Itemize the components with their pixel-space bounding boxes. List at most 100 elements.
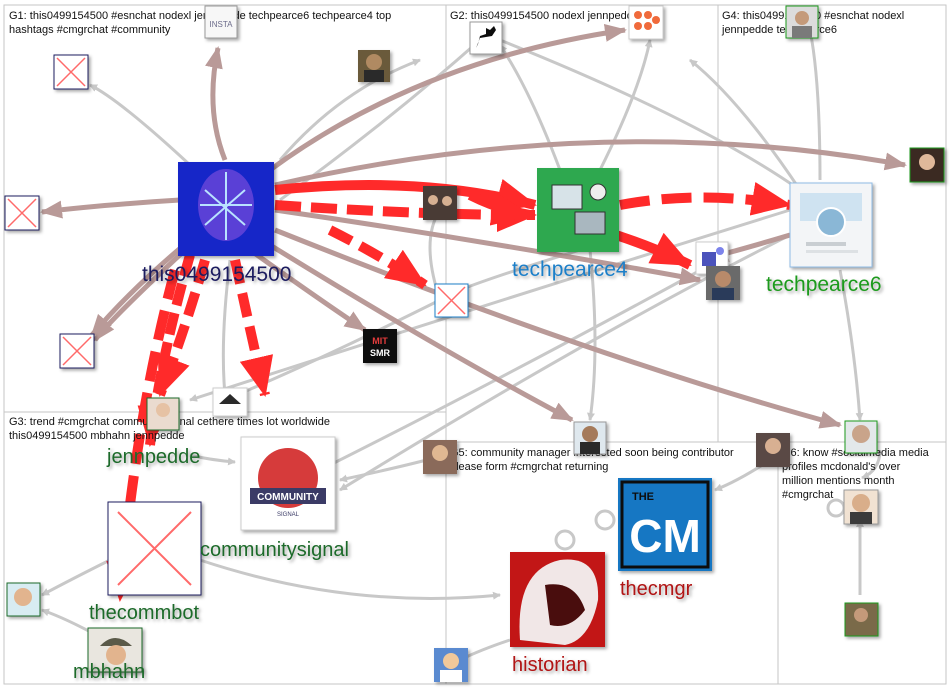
node-avatar [204, 5, 238, 39]
edge [319, 263, 711, 472]
node-avatar [469, 21, 503, 55]
node-techpearce4[interactable] [537, 168, 619, 252]
node-broken-1[interactable] [53, 54, 89, 90]
node-avatar-person-5[interactable] [146, 397, 180, 431]
pattern-dot [634, 11, 642, 19]
node-thecommbot[interactable] [107, 501, 202, 596]
node-this0499154500[interactable] [178, 162, 274, 256]
broken-image-x [7, 198, 37, 228]
edge [838, 269, 864, 421]
edge [224, 298, 441, 402]
label-thecommbot[interactable]: thecommbot [89, 602, 199, 624]
node-thecmgr[interactable]: THE CM [618, 478, 712, 571]
logo-text: COMMUNITY [257, 492, 319, 503]
edge [327, 225, 428, 290]
node-talented-logo[interactable] [212, 387, 248, 417]
logo-subtext: SIGNAL [277, 512, 300, 518]
avatar-body [440, 670, 462, 682]
edge [467, 190, 532, 226]
broken-image-x [62, 336, 92, 366]
logo-text: MIT [372, 336, 388, 346]
node-avatar-person-7[interactable] [423, 440, 457, 474]
node-avatar [423, 186, 457, 220]
node-avatar-person-2[interactable] [785, 5, 819, 39]
caption-g2: G2: this0499154500 nodexl jennpedde [450, 10, 639, 22]
broken-image-x [56, 57, 86, 87]
edge [230, 258, 274, 397]
desk-illustration [589, 183, 607, 201]
edge [268, 23, 627, 173]
node-historian[interactable] [510, 552, 605, 647]
node-insta-logo[interactable]: INSTA [204, 5, 238, 39]
group-box-g5 [445, 441, 779, 685]
node-avatar [363, 329, 397, 363]
node-broken-3[interactable] [59, 333, 95, 369]
node-avatar [618, 478, 712, 571]
node-avatar-person-10[interactable] [843, 489, 879, 525]
edge [861, 449, 882, 480]
node-group-photo[interactable] [423, 186, 457, 220]
teams-square [702, 252, 716, 266]
node-labels: this0499154500 techpearce4 techpearce6 j… [73, 258, 882, 683]
node-techpearce6[interactable] [789, 182, 873, 268]
node-avatar-person-8[interactable] [756, 433, 790, 467]
node-mit-smr[interactable]: MIT SMR [363, 329, 397, 363]
avatar-face [852, 425, 870, 443]
edge [689, 58, 802, 191]
node-orange-pattern[interactable] [628, 5, 664, 40]
profile-text [806, 242, 846, 246]
logo-text: SMR [370, 348, 391, 358]
node-avatar-person-9[interactable] [844, 420, 878, 454]
node-avatar-person-1[interactable] [358, 50, 390, 82]
avatar-face [854, 608, 868, 622]
label-this0499154500[interactable]: this0499154500 [142, 263, 291, 286]
edge [155, 258, 210, 397]
label-historian[interactable]: historian [512, 654, 588, 676]
avatar-face [715, 271, 731, 287]
node-communitysignal[interactable]: COMMUNITY SIGNAL [240, 436, 336, 531]
label-techpearce4[interactable]: techpearce4 [512, 258, 628, 281]
node-broken-4[interactable] [434, 283, 469, 318]
label-jennpedde[interactable]: jennpedde [106, 446, 200, 468]
edge [93, 248, 187, 342]
edge [499, 38, 801, 192]
avatar-body [364, 70, 384, 82]
face-shadow [545, 584, 585, 626]
logo-small-text: THE [632, 491, 654, 503]
edge [40, 197, 181, 219]
avatar-face [795, 11, 809, 25]
teams-dot [716, 247, 724, 255]
self-loop [594, 509, 616, 531]
desk-illustration [574, 211, 606, 235]
label-techpearce6[interactable]: techpearce6 [766, 273, 882, 296]
node-avatar-person-11[interactable] [844, 602, 879, 637]
node-avatar-person-12[interactable] [6, 582, 41, 617]
edge [41, 558, 111, 597]
avatar-face [852, 494, 870, 512]
logo-inner [620, 480, 710, 569]
label-thecmgr[interactable]: thecmgr [620, 578, 693, 600]
node-avatar [909, 147, 945, 183]
logo-banner [250, 488, 326, 504]
node-horse-rider[interactable] [469, 21, 503, 55]
node-avatar-person-6[interactable] [573, 421, 607, 455]
desk-illustration [551, 184, 583, 210]
self-loop [826, 498, 846, 518]
edge [248, 247, 367, 333]
cap-shape [100, 638, 132, 646]
label-mbhahn[interactable]: mbhahn [73, 661, 145, 683]
node-avatar-person-3[interactable] [909, 147, 945, 183]
node-avatar-person-13[interactable] [434, 648, 468, 682]
node-broken-2[interactable] [4, 195, 40, 231]
self-loops [554, 498, 846, 551]
edge [278, 58, 421, 161]
node-avatar-person-4[interactable] [706, 266, 740, 300]
label-communitysignal[interactable]: communitysignal [200, 539, 349, 561]
pattern-dot [644, 22, 652, 30]
edge [274, 139, 907, 188]
pattern-dot [634, 22, 642, 30]
node-mbhahn[interactable] [87, 627, 143, 673]
avatar-body [792, 26, 812, 38]
edge [89, 83, 192, 167]
avatar-face [156, 403, 170, 417]
